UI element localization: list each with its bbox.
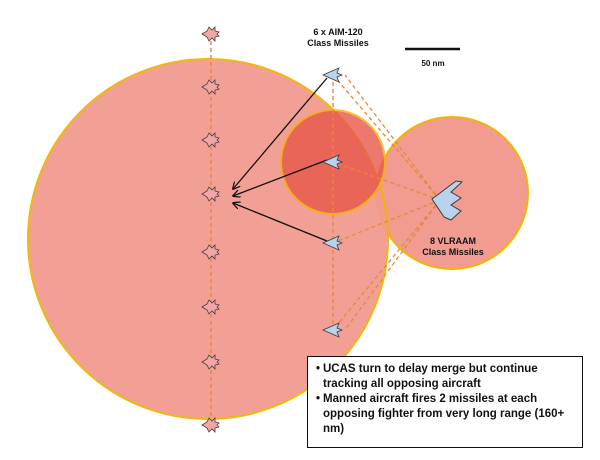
enemy-fighters: [201, 26, 220, 433]
enemy-fighter-icon: [201, 26, 220, 42]
vlraam-class: Class Missiles: [422, 247, 484, 257]
enemy-fighter-icon: [201, 79, 220, 95]
vlraam-count: 8 VLRAAM: [429, 236, 476, 246]
ucas-aircraft: [322, 67, 344, 338]
note-item: UCAS turn to delay merge but continue tr…: [316, 362, 576, 392]
aim120-label: 6 x AIM-120 Class Missiles: [298, 27, 378, 49]
enemy-fighter-icon: [201, 244, 220, 260]
aim120-class: Class Missiles: [307, 38, 369, 48]
vlraam-label: 8 VLRAAM Class Missiles: [408, 236, 498, 258]
missile-arrows: [233, 77, 328, 242]
ucas-icon: [322, 154, 344, 170]
ucas-icon: [322, 322, 344, 338]
enemy-fighter-icon: [201, 354, 220, 370]
ucas-icon: [322, 67, 344, 83]
note-item: Manned aircraft fires 2 missiles at each…: [316, 392, 576, 437]
enemy-fighter-icon: [201, 417, 220, 433]
scale-label: 50 nm: [421, 59, 445, 68]
manned-fire-lines: [332, 74, 441, 331]
enemy-fighter-icon: [201, 299, 220, 315]
notes-box: UCAS turn to delay merge but continue tr…: [307, 356, 583, 448]
manned-aircraft-icon: [431, 180, 464, 221]
enemy-fighter-icon: [201, 132, 220, 148]
aim120-count: 6 x AIM-120: [313, 27, 363, 37]
ucas-icon: [322, 235, 344, 251]
enemy-fighter-icon: [201, 186, 220, 202]
